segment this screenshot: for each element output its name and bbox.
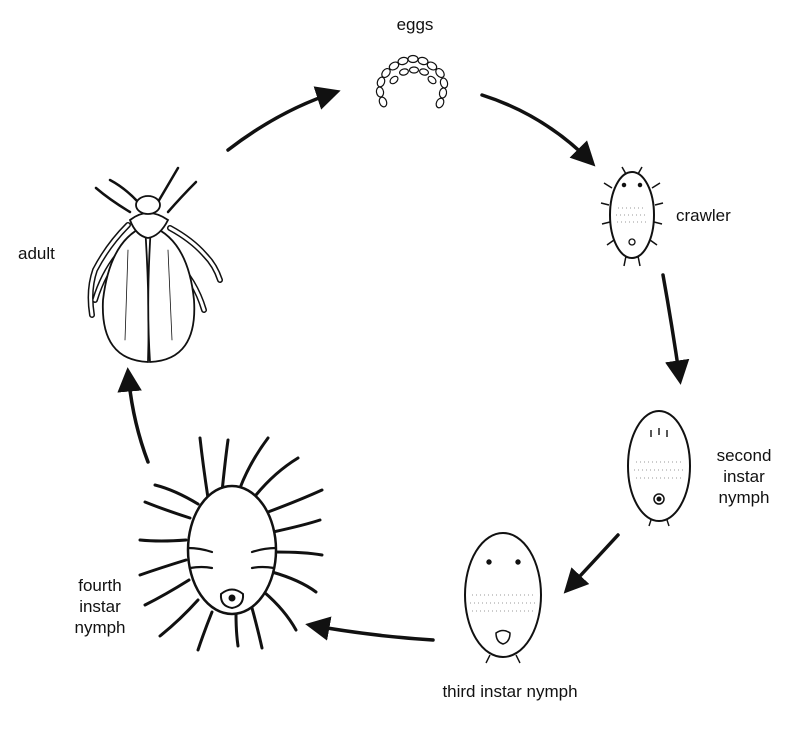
third-instar-nymph-icon (464, 532, 542, 664)
adult-label: adult (18, 244, 55, 263)
arrow-fourth-instar-to-adult (117, 367, 150, 464)
second-instar-nymph-label: second instar nymph (702, 445, 786, 508)
second-instar-label-line-1: second (716, 446, 772, 465)
third-instar-nymph-label: third instar nymph (442, 682, 578, 701)
adult-insect-icon (87, 166, 223, 363)
second-instar-label-line-3: nymph (718, 488, 770, 507)
cycle-arrows (117, 86, 690, 642)
second-instar-label-line-2: instar (723, 467, 765, 486)
eggs-label: eggs (396, 15, 434, 34)
second-instar-nymph-icon (627, 410, 691, 527)
fourth-instar-label-line-3: nymph (74, 618, 126, 637)
fourth-instar-nymph-icon (138, 436, 324, 652)
arrow-third-to-fourth-instar (305, 616, 435, 642)
fourth-instar-label-line-2: instar (79, 597, 121, 616)
fourth-instar-nymph-label: fourth instar nymph (58, 575, 142, 638)
eggs-icon (375, 54, 449, 109)
arrow-crawler-to-second-instar (661, 273, 690, 385)
fourth-instar-label-line-1: fourth (78, 576, 122, 595)
arrow-adult-to-eggs (226, 86, 341, 152)
arrow-eggs-to-crawler (480, 93, 596, 167)
crawler-label: crawler (676, 206, 731, 225)
crawler-icon (600, 166, 664, 267)
arrow-second-to-third-instar (563, 533, 620, 594)
